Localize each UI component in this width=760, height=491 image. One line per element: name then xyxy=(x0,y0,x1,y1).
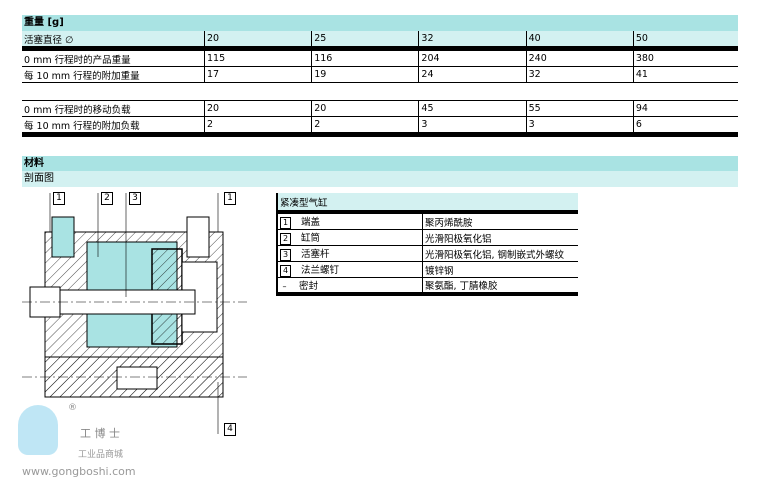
registered-mark: ® xyxy=(68,403,77,413)
watermark-brand: 工 博 士 xyxy=(80,427,120,440)
part-material: 镀锌钢 xyxy=(422,261,578,278)
part-name: 端盖 xyxy=(301,217,321,228)
spacer-row xyxy=(22,82,738,101)
part-material: 光滑阳极氧化铝, 钢制嵌式外螺纹 xyxy=(422,245,578,262)
cell: 24 xyxy=(418,66,527,83)
part-material: 聚丙烯酰胺 xyxy=(422,212,578,230)
cell: 2 xyxy=(203,116,312,137)
callout-3: 3 xyxy=(129,192,141,205)
table-row: 1 端盖 聚丙烯酰胺 xyxy=(277,212,578,230)
cell: 94 xyxy=(632,100,738,117)
header-cell: 25 xyxy=(311,31,419,51)
cell: 17 xyxy=(203,66,312,83)
watermark-tagline: 工业品商城 xyxy=(78,450,124,460)
cell: 55 xyxy=(525,100,634,117)
row-label: 0 mm 行程时的移动负载 xyxy=(22,100,205,117)
table-row: 每 10 mm 行程的附加重量 17 19 24 32 41 xyxy=(22,66,738,83)
part-name: 密封 xyxy=(299,281,319,292)
table-row: 0 mm 行程时的移动负载 20 20 45 55 94 xyxy=(22,100,738,117)
part-number: 3 xyxy=(280,249,291,261)
header-cell: 50 xyxy=(632,31,738,51)
weight-section: 重量 [g] xyxy=(22,15,738,31)
table-row: 2 缸筒 光滑阳极氧化铝 xyxy=(277,229,578,246)
cell: 3 xyxy=(525,116,634,137)
table-row: 每 10 mm 行程的附加负载 2 2 3 3 6 xyxy=(22,116,738,137)
materials-table: 紧凑型气缸 1 端盖 聚丙烯酰胺 2 缸筒 光滑阳极氧化铝 3 活塞杆 光滑阳极氧化铝, 钢… xyxy=(276,193,578,296)
part-number: 4 xyxy=(280,265,291,277)
row-label: 0 mm 行程时的产品重量 xyxy=(22,48,205,67)
cell: 115 xyxy=(203,48,312,67)
cell: 45 xyxy=(418,100,527,117)
table-row: 4 法兰螺钉 镀锌钢 xyxy=(277,261,578,278)
row-label: 每 10 mm 行程的附加负载 xyxy=(22,116,205,137)
cell: 20 xyxy=(203,100,312,117)
cell: 2 xyxy=(311,116,419,137)
weight-table: 活塞直径 ∅ 20 25 32 40 50 0 mm 行程时的产品重量 115 … xyxy=(22,31,738,137)
callout-4: 4 xyxy=(224,423,236,436)
cylinder-cross-section-drawing xyxy=(22,193,247,434)
part-name: 活塞杆 xyxy=(301,249,330,260)
table-row: 3 活塞杆 光滑阳极氧化铝, 钢制嵌式外螺纹 xyxy=(277,245,578,262)
cell: 19 xyxy=(311,66,419,83)
cell: 240 xyxy=(525,48,634,67)
weight-title: 重量 [g] xyxy=(22,15,738,31)
cell: 204 xyxy=(418,48,527,67)
part-number: 2 xyxy=(280,233,291,245)
cell: 116 xyxy=(311,48,419,67)
header-cell: 20 xyxy=(203,31,312,51)
mascot-logo-icon xyxy=(18,405,58,455)
callout-2: 2 xyxy=(101,192,113,205)
part-name: 法兰螺钉 xyxy=(301,265,340,276)
cell: 20 xyxy=(311,100,419,117)
materials-title: 材料 xyxy=(22,156,738,171)
cell: 380 xyxy=(632,48,738,67)
watermark-url: www.gongboshi.com xyxy=(22,465,136,478)
row-label: 每 10 mm 行程的附加重量 xyxy=(22,66,205,83)
table-header-row: 活塞直径 ∅ 20 25 32 40 50 xyxy=(22,31,738,51)
section-view-title: 剖面图 xyxy=(22,171,738,187)
header-cell: 32 xyxy=(418,31,527,51)
header-cell: 40 xyxy=(525,31,634,51)
part-number: – xyxy=(282,282,287,291)
callout-1: 1 xyxy=(53,192,65,205)
part-number: 1 xyxy=(280,217,291,229)
cell: 3 xyxy=(418,116,527,137)
part-material: 光滑阳极氧化铝 xyxy=(422,229,578,246)
cell: 41 xyxy=(632,66,738,83)
callout-1-right: 1 xyxy=(224,192,236,205)
table-row: 0 mm 行程时的产品重量 115 116 204 240 380 xyxy=(22,48,738,67)
part-name: 缸筒 xyxy=(301,233,321,244)
table-row: – 密封 聚氨酯, 丁腈橡胶 xyxy=(277,277,578,295)
part-material: 聚氨酯, 丁腈橡胶 xyxy=(422,277,578,295)
header-label: 活塞直径 ∅ xyxy=(22,31,205,51)
cell: 6 xyxy=(632,116,738,137)
cell: 32 xyxy=(525,66,634,83)
materials-table-title: 紧凑型气缸 xyxy=(277,193,578,214)
